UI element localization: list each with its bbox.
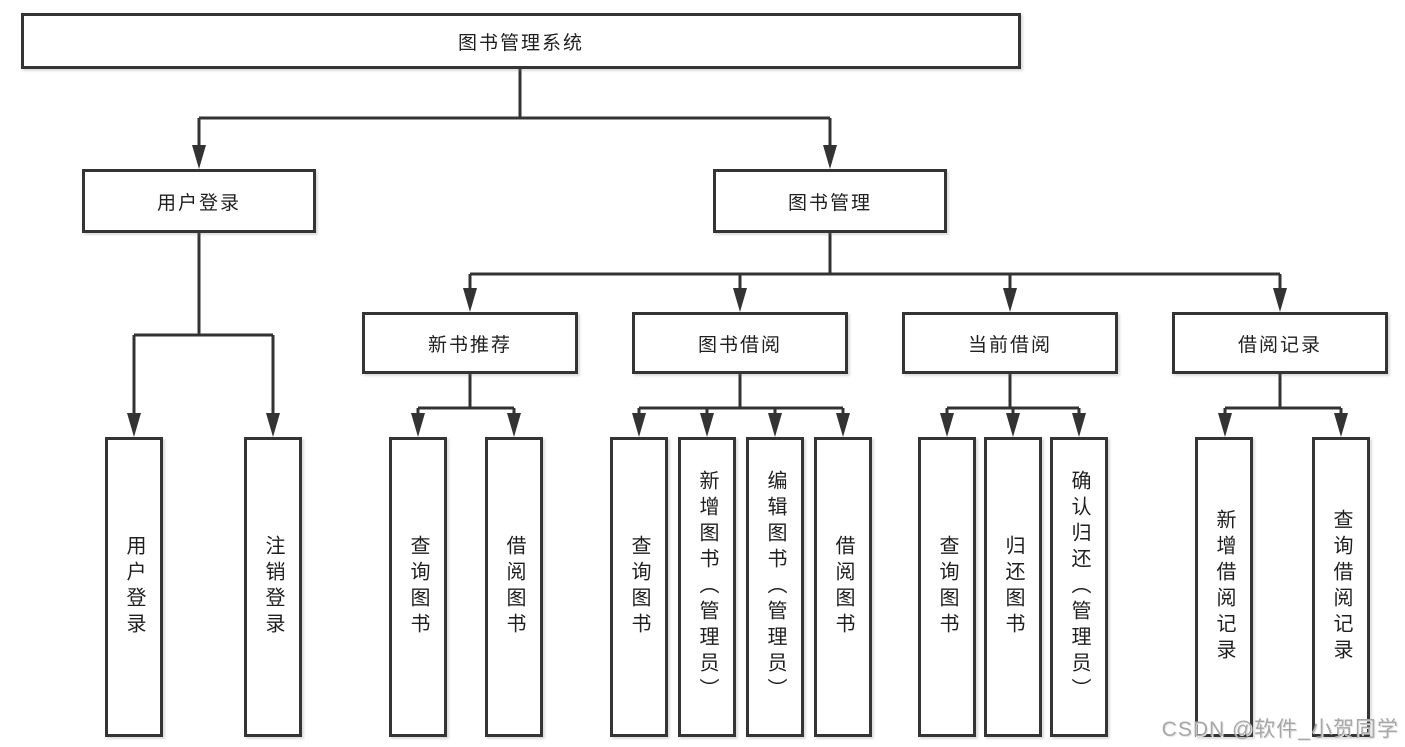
node-book-management: 图书管理 (713, 169, 947, 233)
node-new-book-recommend: 新书推荐 (362, 312, 578, 374)
leaf-query-book-recommend-label: 查询图书 (407, 535, 429, 639)
leaf-query-book-borrow: 查询图书 (610, 437, 668, 737)
node-user-login-label: 用户登录 (156, 192, 241, 214)
connector-root (197, 69, 832, 147)
connector-current-borrow (945, 374, 1081, 415)
leaf-return-book: 归还图书 (984, 437, 1042, 737)
leaf-borrow-book-recommend: 借阅图书 (485, 437, 543, 737)
leaf-query-borrow-record-label: 查询借阅记录 (1330, 509, 1352, 665)
leaf-query-borrow-record: 查询借阅记录 (1312, 437, 1370, 737)
leaf-add-borrow-record: 新增借阅记录 (1195, 437, 1253, 737)
leaf-return-book-label: 归还图书 (1002, 535, 1024, 639)
node-book-borrow-label: 图书借阅 (697, 334, 782, 356)
node-borrow-records-label: 借阅记录 (1237, 334, 1322, 356)
leaf-confirm-return-admin-label: 确认归还（管理员） (1068, 470, 1090, 704)
leaf-confirm-return-admin: 确认归还（管理员） (1050, 437, 1108, 737)
leaf-user-login: 用户登录 (105, 437, 163, 737)
node-current-borrow-label: 当前借阅 (967, 334, 1052, 356)
leaf-logout: 注销登录 (244, 437, 302, 737)
node-root-label: 图书管理系统 (457, 32, 584, 54)
node-current-borrow: 当前借阅 (902, 312, 1118, 374)
connector-new-book-recommend (416, 374, 516, 415)
leaf-borrow-book-recommend-label: 借阅图书 (503, 535, 525, 639)
node-book-borrow: 图书借阅 (632, 312, 848, 374)
node-user-login: 用户登录 (82, 169, 316, 233)
leaf-borrow-book: 借阅图书 (814, 437, 872, 737)
leaf-edit-book-admin-label: 编辑图书（管理员） (764, 470, 786, 704)
leaf-add-book-admin-label: 新增图书（管理员） (696, 470, 718, 704)
leaf-query-book-current-label: 查询图书 (936, 535, 958, 639)
connector-borrow-records (1223, 374, 1343, 415)
leaf-add-book-admin: 新增图书（管理员） (678, 437, 736, 737)
leaf-add-borrow-record-label: 新增借阅记录 (1213, 509, 1235, 665)
leaf-edit-book-admin: 编辑图书（管理员） (746, 437, 804, 737)
connector-book-borrow (637, 374, 845, 415)
leaf-query-book-borrow-label: 查询图书 (628, 535, 650, 639)
leaf-logout-label: 注销登录 (262, 535, 284, 639)
node-root: 图书管理系统 (21, 13, 1021, 69)
leaf-borrow-book-label: 借阅图书 (832, 535, 854, 639)
leaf-query-book-recommend: 查询图书 (389, 437, 447, 737)
csdn-watermark: CSDN @软件_小贺同学 (1161, 718, 1399, 741)
leaf-user-login-label: 用户登录 (123, 535, 145, 639)
leaf-query-book-current: 查询图书 (918, 437, 976, 737)
node-book-management-label: 图书管理 (787, 192, 872, 214)
node-new-book-recommend-label: 新书推荐 (427, 334, 512, 356)
node-borrow-records: 借阅记录 (1172, 312, 1388, 374)
connector-book-management (468, 233, 1282, 290)
connector-user-login (132, 233, 275, 415)
